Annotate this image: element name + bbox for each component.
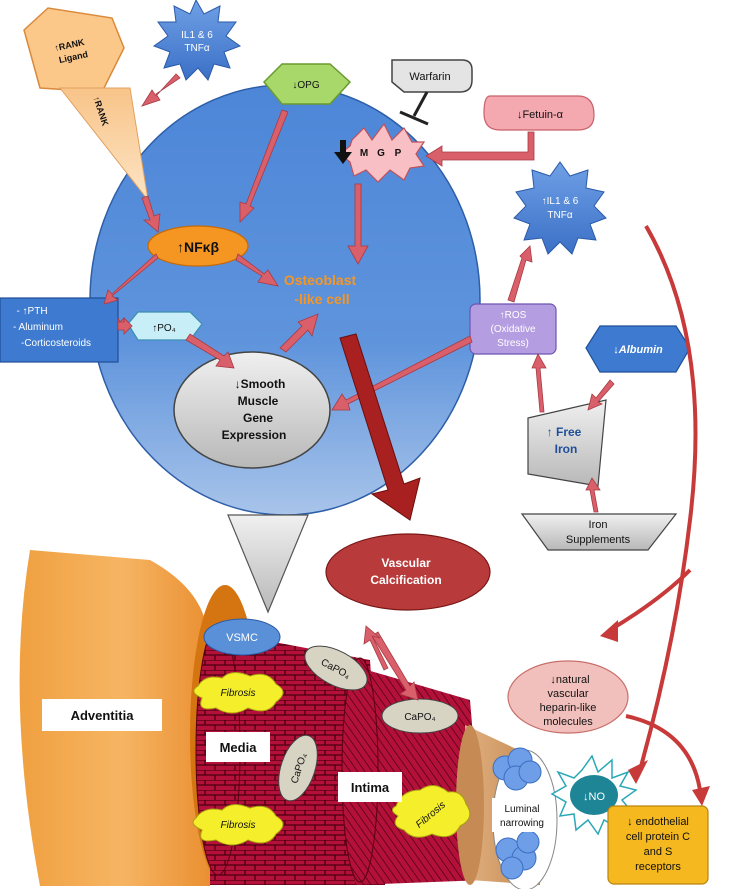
il16-right-star bbox=[513, 161, 607, 255]
endothelial-line4: receptors bbox=[635, 861, 681, 873]
vascular-calcification-ellipse bbox=[325, 533, 491, 611]
pth-line2: - Aluminum bbox=[13, 322, 63, 333]
ros-box bbox=[469, 303, 557, 355]
intima-label: Intima bbox=[351, 780, 390, 795]
po4-label: ↑PO₄ bbox=[152, 323, 176, 334]
luminal-label-box bbox=[492, 798, 552, 832]
il16-top-line2: TNFα bbox=[184, 43, 209, 54]
platelet-clumps bbox=[492, 747, 542, 880]
rank-ligand-shape bbox=[23, 7, 125, 93]
po4-badge bbox=[127, 311, 203, 341]
no-label: ↓NO bbox=[583, 791, 605, 803]
capo4-label-2: CaPO₄ bbox=[404, 712, 435, 723]
rank-triangle bbox=[58, 87, 149, 202]
opg-label: ↓OPG bbox=[292, 80, 319, 91]
il16-right-line2: TNFα bbox=[547, 210, 572, 221]
media-label-box bbox=[206, 732, 270, 762]
fibrosis-label-1: Fibrosis bbox=[220, 688, 255, 699]
capo4-ellipse-2 bbox=[381, 698, 459, 734]
ros-line2: (Oxidative bbox=[490, 324, 535, 335]
pth-box bbox=[0, 297, 119, 363]
mgp-star bbox=[339, 122, 426, 183]
opg-hexagon bbox=[262, 63, 352, 105]
adventitia-label-box bbox=[42, 699, 162, 731]
mgp-m: M bbox=[360, 148, 368, 159]
endothelial-box bbox=[607, 805, 709, 885]
warfarin-label: Warfarin bbox=[409, 71, 450, 83]
il16-top-star bbox=[152, 0, 242, 81]
smooth-muscle-line2: Muscle bbox=[238, 394, 279, 408]
osteoblast-line1: Osteoblast bbox=[284, 272, 357, 288]
ros-line1: ↑ROS bbox=[500, 310, 527, 321]
luminal-line2: narrowing bbox=[500, 818, 544, 829]
heparin-line3: heparin-like bbox=[540, 702, 597, 714]
calcification-arrow bbox=[339, 333, 421, 521]
endothelial-line3: and S bbox=[644, 846, 673, 858]
curved-arrowheads bbox=[600, 620, 710, 806]
ros-line3: Stress) bbox=[497, 338, 529, 349]
il16-top-line1: IL1 & 6 bbox=[181, 30, 213, 41]
vsmc-ellipse bbox=[203, 618, 281, 656]
funnel-triangle bbox=[227, 514, 309, 614]
iron-supp-line1: Iron bbox=[589, 519, 608, 531]
adventitia-label: Adventitia bbox=[71, 708, 135, 723]
intima-label-box bbox=[338, 772, 402, 802]
vascular-calc-line2: Calcification bbox=[370, 573, 441, 587]
iron-supp-line2: Supplements bbox=[566, 534, 631, 546]
mgp-p: P bbox=[395, 148, 402, 159]
endothelial-line1: ↓ endothelial bbox=[627, 816, 689, 828]
endothelial-line2: cell protein C bbox=[626, 831, 690, 843]
luminal-line1: Luminal bbox=[504, 804, 539, 815]
iron-supplements-shape bbox=[520, 513, 678, 551]
free-iron-shape bbox=[527, 399, 607, 487]
nfkb-ellipse bbox=[147, 225, 249, 267]
heparin-line4: molecules bbox=[543, 716, 593, 728]
mgp-down-arrow bbox=[334, 140, 352, 164]
albumin-label: ↓Albumin bbox=[613, 344, 663, 356]
mgp-g: G bbox=[377, 148, 385, 159]
pth-line1: - ↑PTH bbox=[16, 306, 47, 317]
fetuin-shape bbox=[483, 95, 595, 131]
fibrosis-blobs bbox=[192, 672, 471, 846]
pth-line3: -Corticosteroids bbox=[21, 338, 91, 349]
vascular-calc-line1: Vascular bbox=[381, 556, 431, 570]
heparin-line2: vascular bbox=[548, 688, 589, 700]
curved-arrows bbox=[608, 224, 702, 791]
media-label: Media bbox=[220, 740, 258, 755]
heparin-line1: ↓natural bbox=[550, 674, 589, 686]
free-iron-line2: Iron bbox=[555, 442, 578, 456]
capo4-ellipse-1 bbox=[304, 645, 368, 691]
smooth-muscle-line1: ↓Smooth bbox=[235, 377, 286, 391]
il16-right-line1: ↑IL1 & 6 bbox=[542, 196, 579, 207]
fetuin-label: ↓Fetuin-α bbox=[517, 109, 564, 121]
heparin-ellipse bbox=[507, 660, 629, 734]
smooth-muscle-ellipse bbox=[173, 351, 331, 469]
smooth-muscle-line4: Expression bbox=[222, 428, 287, 442]
warfarin-shape bbox=[391, 59, 473, 93]
nfkb-label: ↑NFκβ bbox=[177, 239, 219, 255]
fibrosis-label-2: Fibrosis bbox=[220, 820, 255, 831]
free-iron-line1: ↑ Free bbox=[547, 425, 582, 439]
smooth-muscle-line3: Gene bbox=[243, 411, 273, 425]
osteoblast-line2: -like cell bbox=[294, 291, 349, 307]
capo4-ellipse-3 bbox=[278, 734, 318, 802]
vsmc-label: VSMC bbox=[226, 632, 258, 644]
